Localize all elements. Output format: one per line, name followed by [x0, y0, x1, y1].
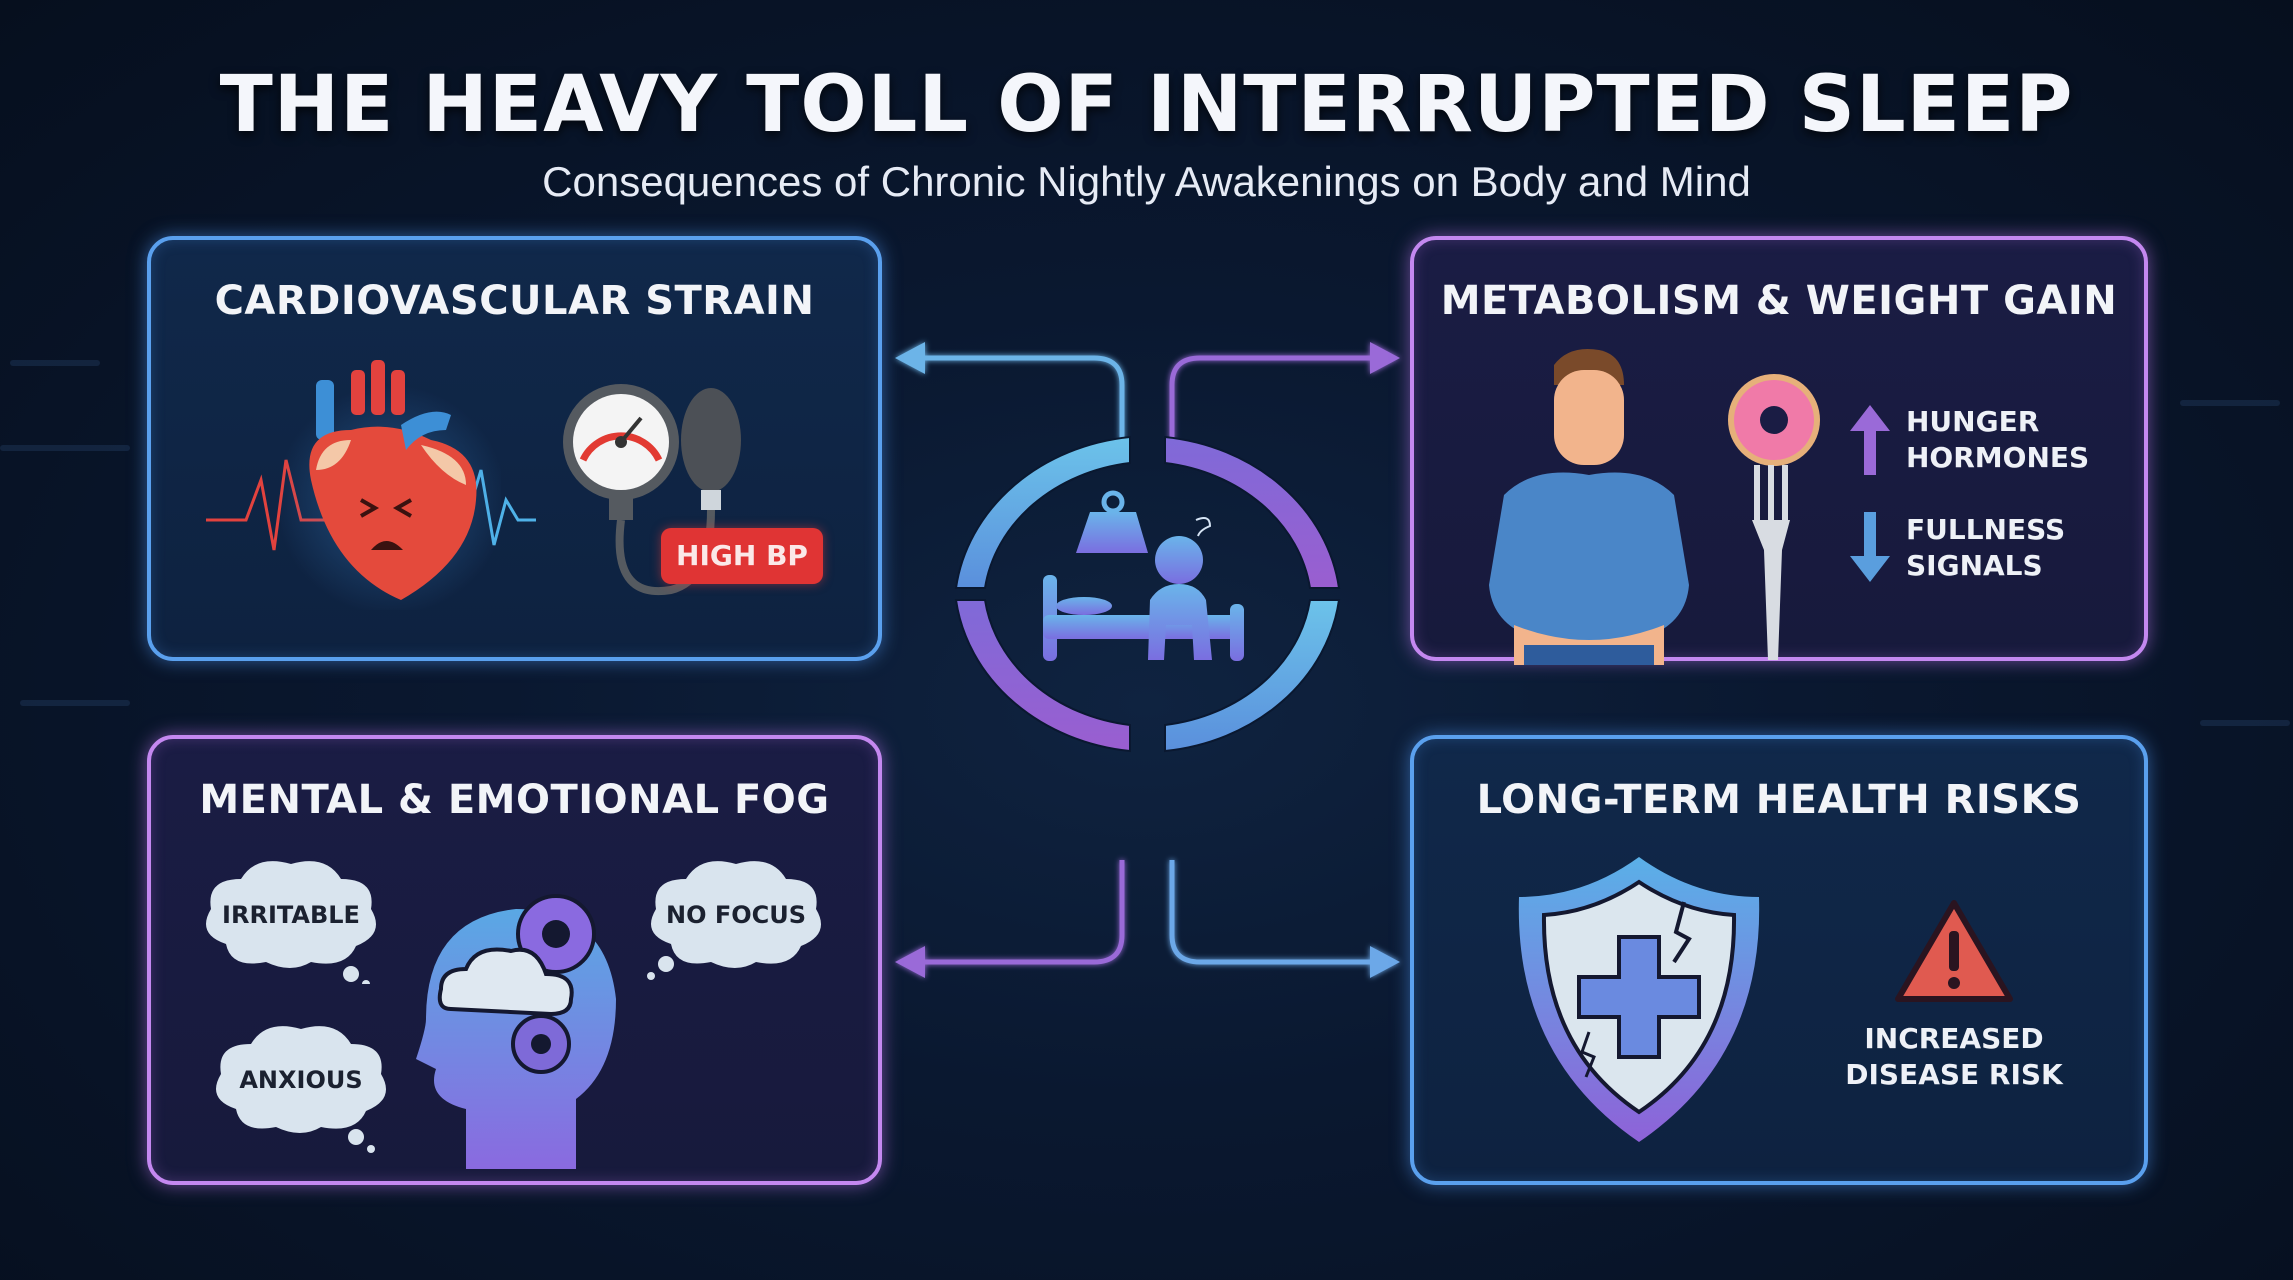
- center-ring: [954, 435, 1341, 753]
- head-with-cloud-and-gears-icon: [416, 894, 616, 1169]
- background-decoration: [10, 360, 100, 366]
- background-decoration: [20, 700, 130, 706]
- arrow-up-icon: [1850, 405, 1890, 475]
- donut-on-fork-icon: [1728, 374, 1820, 660]
- cloud-label-anxious: ANXIOUS: [239, 1066, 363, 1094]
- person-sitting-on-bed-with-weight-icon: [1043, 490, 1244, 661]
- high-bp-badge: HIGH BP: [661, 528, 823, 584]
- overweight-man-icon: [1489, 349, 1689, 665]
- hunger-label-line2: HORMONES: [1906, 441, 2090, 474]
- card-metabolism-weight-gain: METABOLISM & WEIGHT GAIN HUNGER HORMONES…: [1410, 236, 2148, 665]
- cloud-label-no-focus: NO FOCUS: [665, 901, 807, 929]
- page-title: THE HEAVY TOLL OF INTERRUPTED SLEEP: [219, 60, 2074, 150]
- blood-pressure-gauge-icon: [563, 384, 741, 596]
- thought-cloud-icon: [216, 1026, 386, 1153]
- page-subtitle: Consequences of Chronic Nightly Awakenin…: [542, 158, 1751, 205]
- distressed-heart-icon: [281, 360, 501, 610]
- fullness-label-line1: FULLNESS: [1906, 513, 2066, 546]
- thought-cloud-icon: [206, 861, 376, 984]
- card-title: LONG-TERM HEALTH RISKS: [1476, 777, 2082, 823]
- background-decoration: [2200, 720, 2290, 726]
- arrow-down-icon: [1850, 512, 1890, 582]
- card-long-term-health-risks: LONG-TERM HEALTH RISKS INCREASED DISEASE…: [1410, 735, 2148, 1185]
- cracked-shield-with-cross-icon: [1518, 857, 1760, 1142]
- thought-cloud-icon: [647, 861, 821, 980]
- warning-label-line1: INCREASED: [1864, 1022, 2044, 1055]
- card-title: MENTAL & EMOTIONAL FOG: [199, 777, 830, 823]
- background-decoration: [0, 445, 130, 451]
- cloud-label-irritable: IRRITABLE: [222, 901, 360, 929]
- hunger-label-line1: HUNGER: [1906, 405, 2040, 438]
- warning-label-line2: DISEASE RISK: [1845, 1058, 2063, 1091]
- card-title: METABOLISM & WEIGHT GAIN: [1440, 278, 2118, 324]
- card-mental-emotional-fog: MENTAL & EMOTIONAL FOG IRRITABLE NO FOCU…: [147, 735, 882, 1185]
- fullness-label-line2: SIGNALS: [1906, 549, 2043, 582]
- background-decoration: [2180, 400, 2280, 406]
- card-title: CARDIOVASCULAR STRAIN: [214, 278, 815, 324]
- warning-triangle-icon: [1895, 900, 2013, 1002]
- card-cardiovascular-strain: CARDIOVASCULAR STRAIN HIGH BP: [147, 236, 882, 661]
